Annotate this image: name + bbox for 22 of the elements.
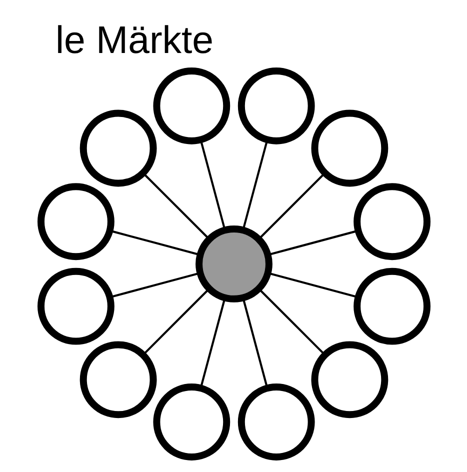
node-circle — [152, 67, 230, 144]
node-circle — [310, 110, 388, 187]
connector — [142, 172, 210, 240]
connector — [242, 140, 268, 230]
connector — [199, 298, 226, 388]
node-circle — [152, 384, 230, 460]
node-circle — [79, 110, 156, 187]
node-circle — [353, 268, 430, 345]
connector — [258, 172, 325, 240]
node-circle — [237, 67, 314, 144]
connector — [242, 298, 268, 388]
connector — [199, 140, 226, 230]
diagram-title: le Märkte — [54, 18, 214, 62]
node-circle — [37, 268, 114, 345]
node-circle — [79, 341, 156, 418]
node-circle — [195, 226, 272, 302]
node-circle — [37, 183, 114, 260]
connector — [142, 288, 210, 356]
connector — [258, 288, 325, 356]
node-circle — [353, 183, 430, 260]
node-circle — [310, 341, 388, 418]
node-circle — [237, 384, 314, 460]
